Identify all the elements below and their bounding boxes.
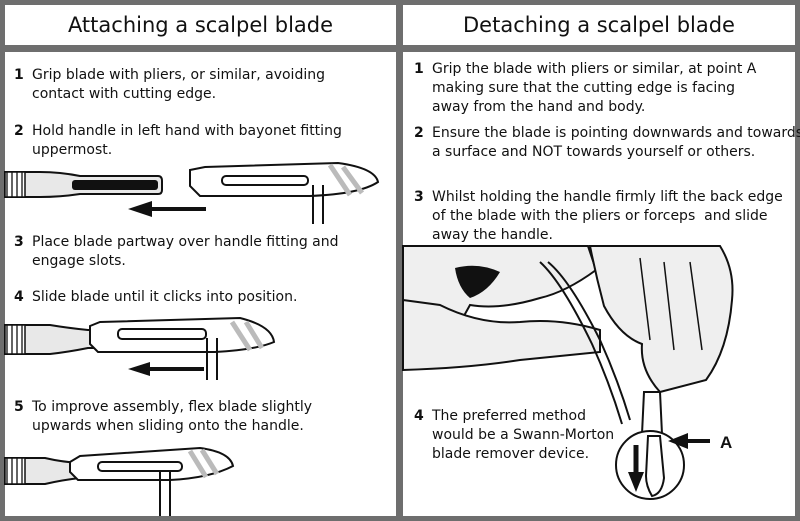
left-step-2: 2 Hold handle in left hand with bayonet …: [14, 122, 389, 162]
step-number: 3: [14, 234, 24, 250]
step-number: 4: [14, 289, 24, 305]
step-number: 3: [414, 189, 424, 205]
blade-remover-detail-illustration: [615, 430, 710, 500]
scalpel-assembled-illustration: [4, 316, 276, 380]
left-step-3: 3 Place blade partway over handle fittin…: [14, 233, 389, 273]
step-text: Hold handle in left hand with bayonet fi…: [32, 123, 342, 158]
step-text: Place blade partway over handle fitting …: [32, 234, 339, 269]
direction-arrow-icon: [128, 201, 206, 217]
point-a-label: A: [720, 433, 732, 452]
step-number: 5: [14, 399, 24, 415]
left-step-1: 1 Grip blade with pliers, or similar, av…: [14, 66, 389, 106]
step-number: 1: [414, 61, 424, 77]
step-text: Grip the blade with pliers or similar, a…: [432, 61, 757, 115]
right-step-1: 1 Grip the blade with pliers or similar,…: [414, 60, 789, 120]
right-step-2: 2 Ensure the blade is pointing downwards…: [414, 124, 800, 164]
step-text: Slide blade until it clicks into positio…: [32, 289, 298, 305]
right-step-4: 4 The preferred method would be a Swann-…: [414, 407, 614, 467]
scalpel-handle-illustration-1: [4, 171, 163, 198]
step-text: Ensure the blade is pointing downwards a…: [432, 125, 800, 160]
step-number: 4: [414, 408, 424, 424]
left-step-4: 4 Slide blade until it clicks into posit…: [14, 288, 389, 308]
left-content-panel: [5, 52, 396, 516]
step-text: Grip blade with pliers, or similar, avoi…: [32, 67, 325, 102]
left-step-5: 5 To improve assembly, flex blade slight…: [14, 398, 389, 438]
step-text: Whilst holding the handle firmly lift th…: [432, 189, 783, 243]
scalpel-blade-illustration-1: [189, 161, 380, 224]
right-title: Detaching a scalpel blade: [403, 5, 795, 45]
scalpel-flexed-illustration: [4, 446, 235, 516]
left-title: Attaching a scalpel blade: [5, 5, 396, 45]
step-number: 1: [14, 67, 24, 83]
right-step-3: 3 Whilst holding the handle firmly lift …: [414, 188, 789, 248]
step-text: The preferred method would be a Swann-Mo…: [432, 408, 615, 462]
step-number: 2: [414, 125, 424, 141]
step-text: To improve assembly, flex blade slightly…: [32, 399, 313, 434]
step-number: 2: [14, 123, 24, 139]
direction-arrow-icon: [128, 362, 204, 376]
hands-illustration: [402, 245, 734, 440]
